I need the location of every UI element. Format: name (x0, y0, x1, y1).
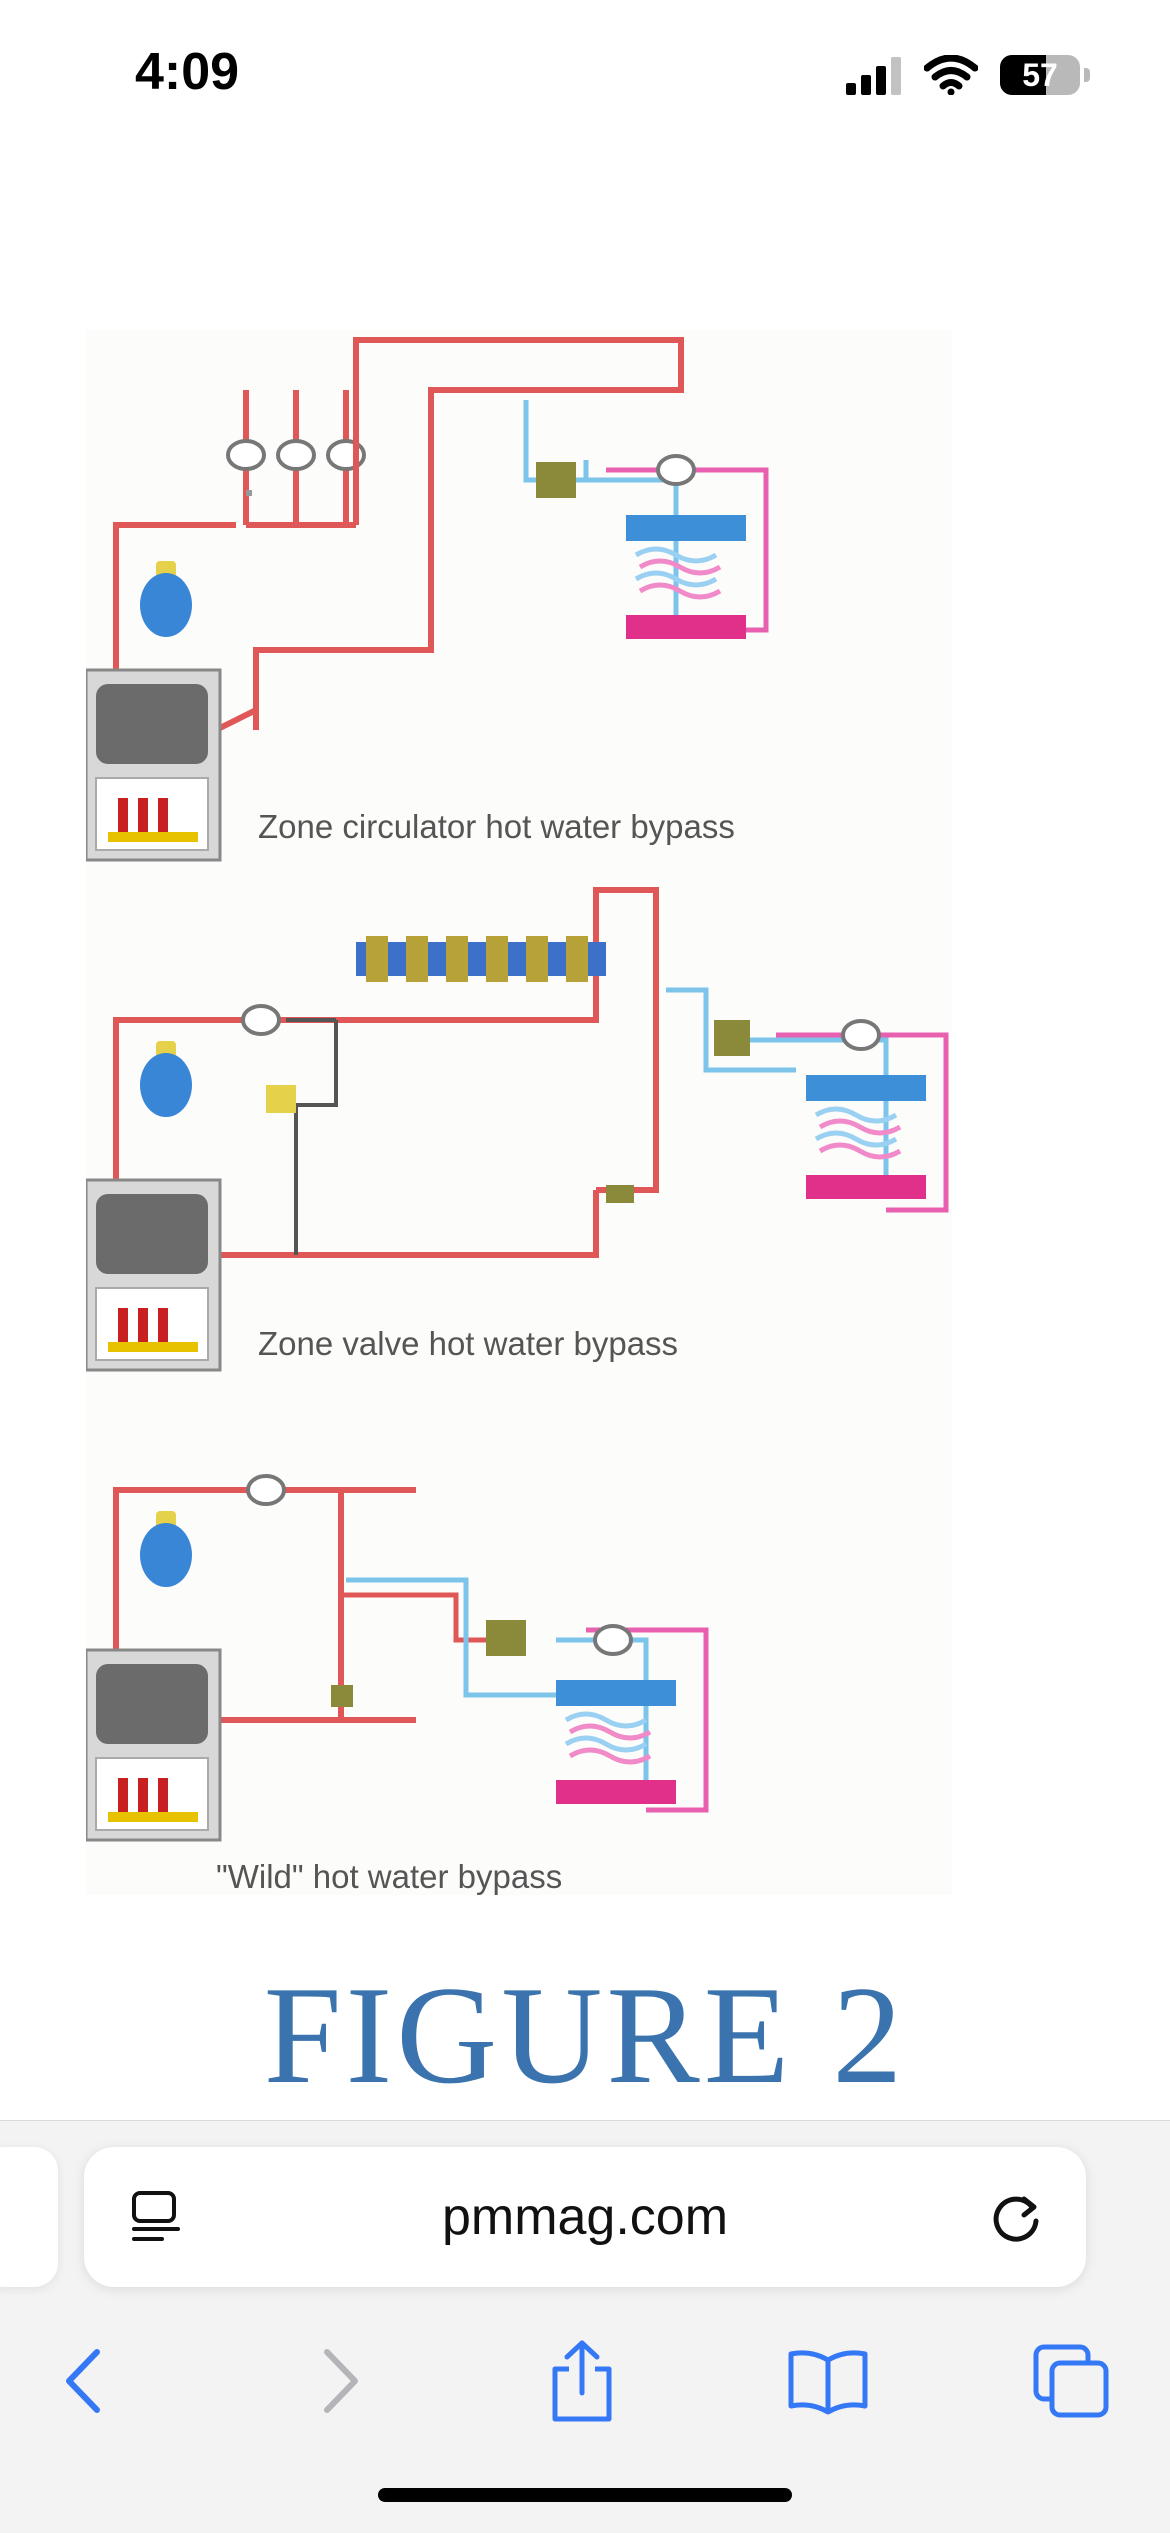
share-icon (552, 2340, 612, 2422)
battery-fill (1000, 55, 1046, 95)
reload-icon[interactable] (984, 2185, 1048, 2249)
bypass-diagram (84, 337, 949, 1842)
share-button[interactable] (522, 2321, 642, 2441)
battery-tip (1084, 68, 1090, 82)
home-indicator[interactable] (378, 2488, 792, 2502)
status-bar: 4:09 57 (0, 0, 1170, 150)
figure-label-zone-valve: Zone valve hot water bypass (258, 1325, 679, 1362)
forward-button[interactable] (280, 2321, 400, 2441)
figure-image: Zone circulator hot water bypass Zone va… (84, 330, 952, 1895)
back-icon (66, 2349, 100, 2413)
figure-caption: FIGURE 2 (263, 1958, 907, 2113)
bookmarks-button[interactable] (768, 2321, 888, 2441)
tabs-icon (1033, 2344, 1109, 2418)
browser-toolbar (0, 2321, 1170, 2441)
url-text[interactable]: pmmag.com (441, 2188, 729, 2246)
reader-mode-icon[interactable] (126, 2187, 186, 2247)
previous-tab-preview[interactable] (0, 2147, 58, 2287)
back-button[interactable] (24, 2321, 144, 2441)
tabs-button[interactable] (1012, 2321, 1132, 2441)
wifi-icon (924, 55, 978, 95)
address-bar[interactable]: pmmag.com (84, 2147, 1086, 2287)
status-icons: 57 (846, 50, 1090, 100)
cellular-signal-icon (846, 57, 901, 95)
status-time: 4:09 (135, 43, 240, 101)
figure-label-wild: "Wild" hot water bypass (216, 1858, 563, 1895)
figure-label-zone-circulator: Zone circulator hot water bypass (258, 808, 735, 845)
browser-bottom-bar: pmmag.com (0, 2120, 1170, 2533)
forward-icon (324, 2349, 358, 2413)
bookmarks-icon (788, 2350, 868, 2415)
battery-icon: 57 (1000, 55, 1080, 95)
battery-level: 57 (1022, 56, 1058, 93)
